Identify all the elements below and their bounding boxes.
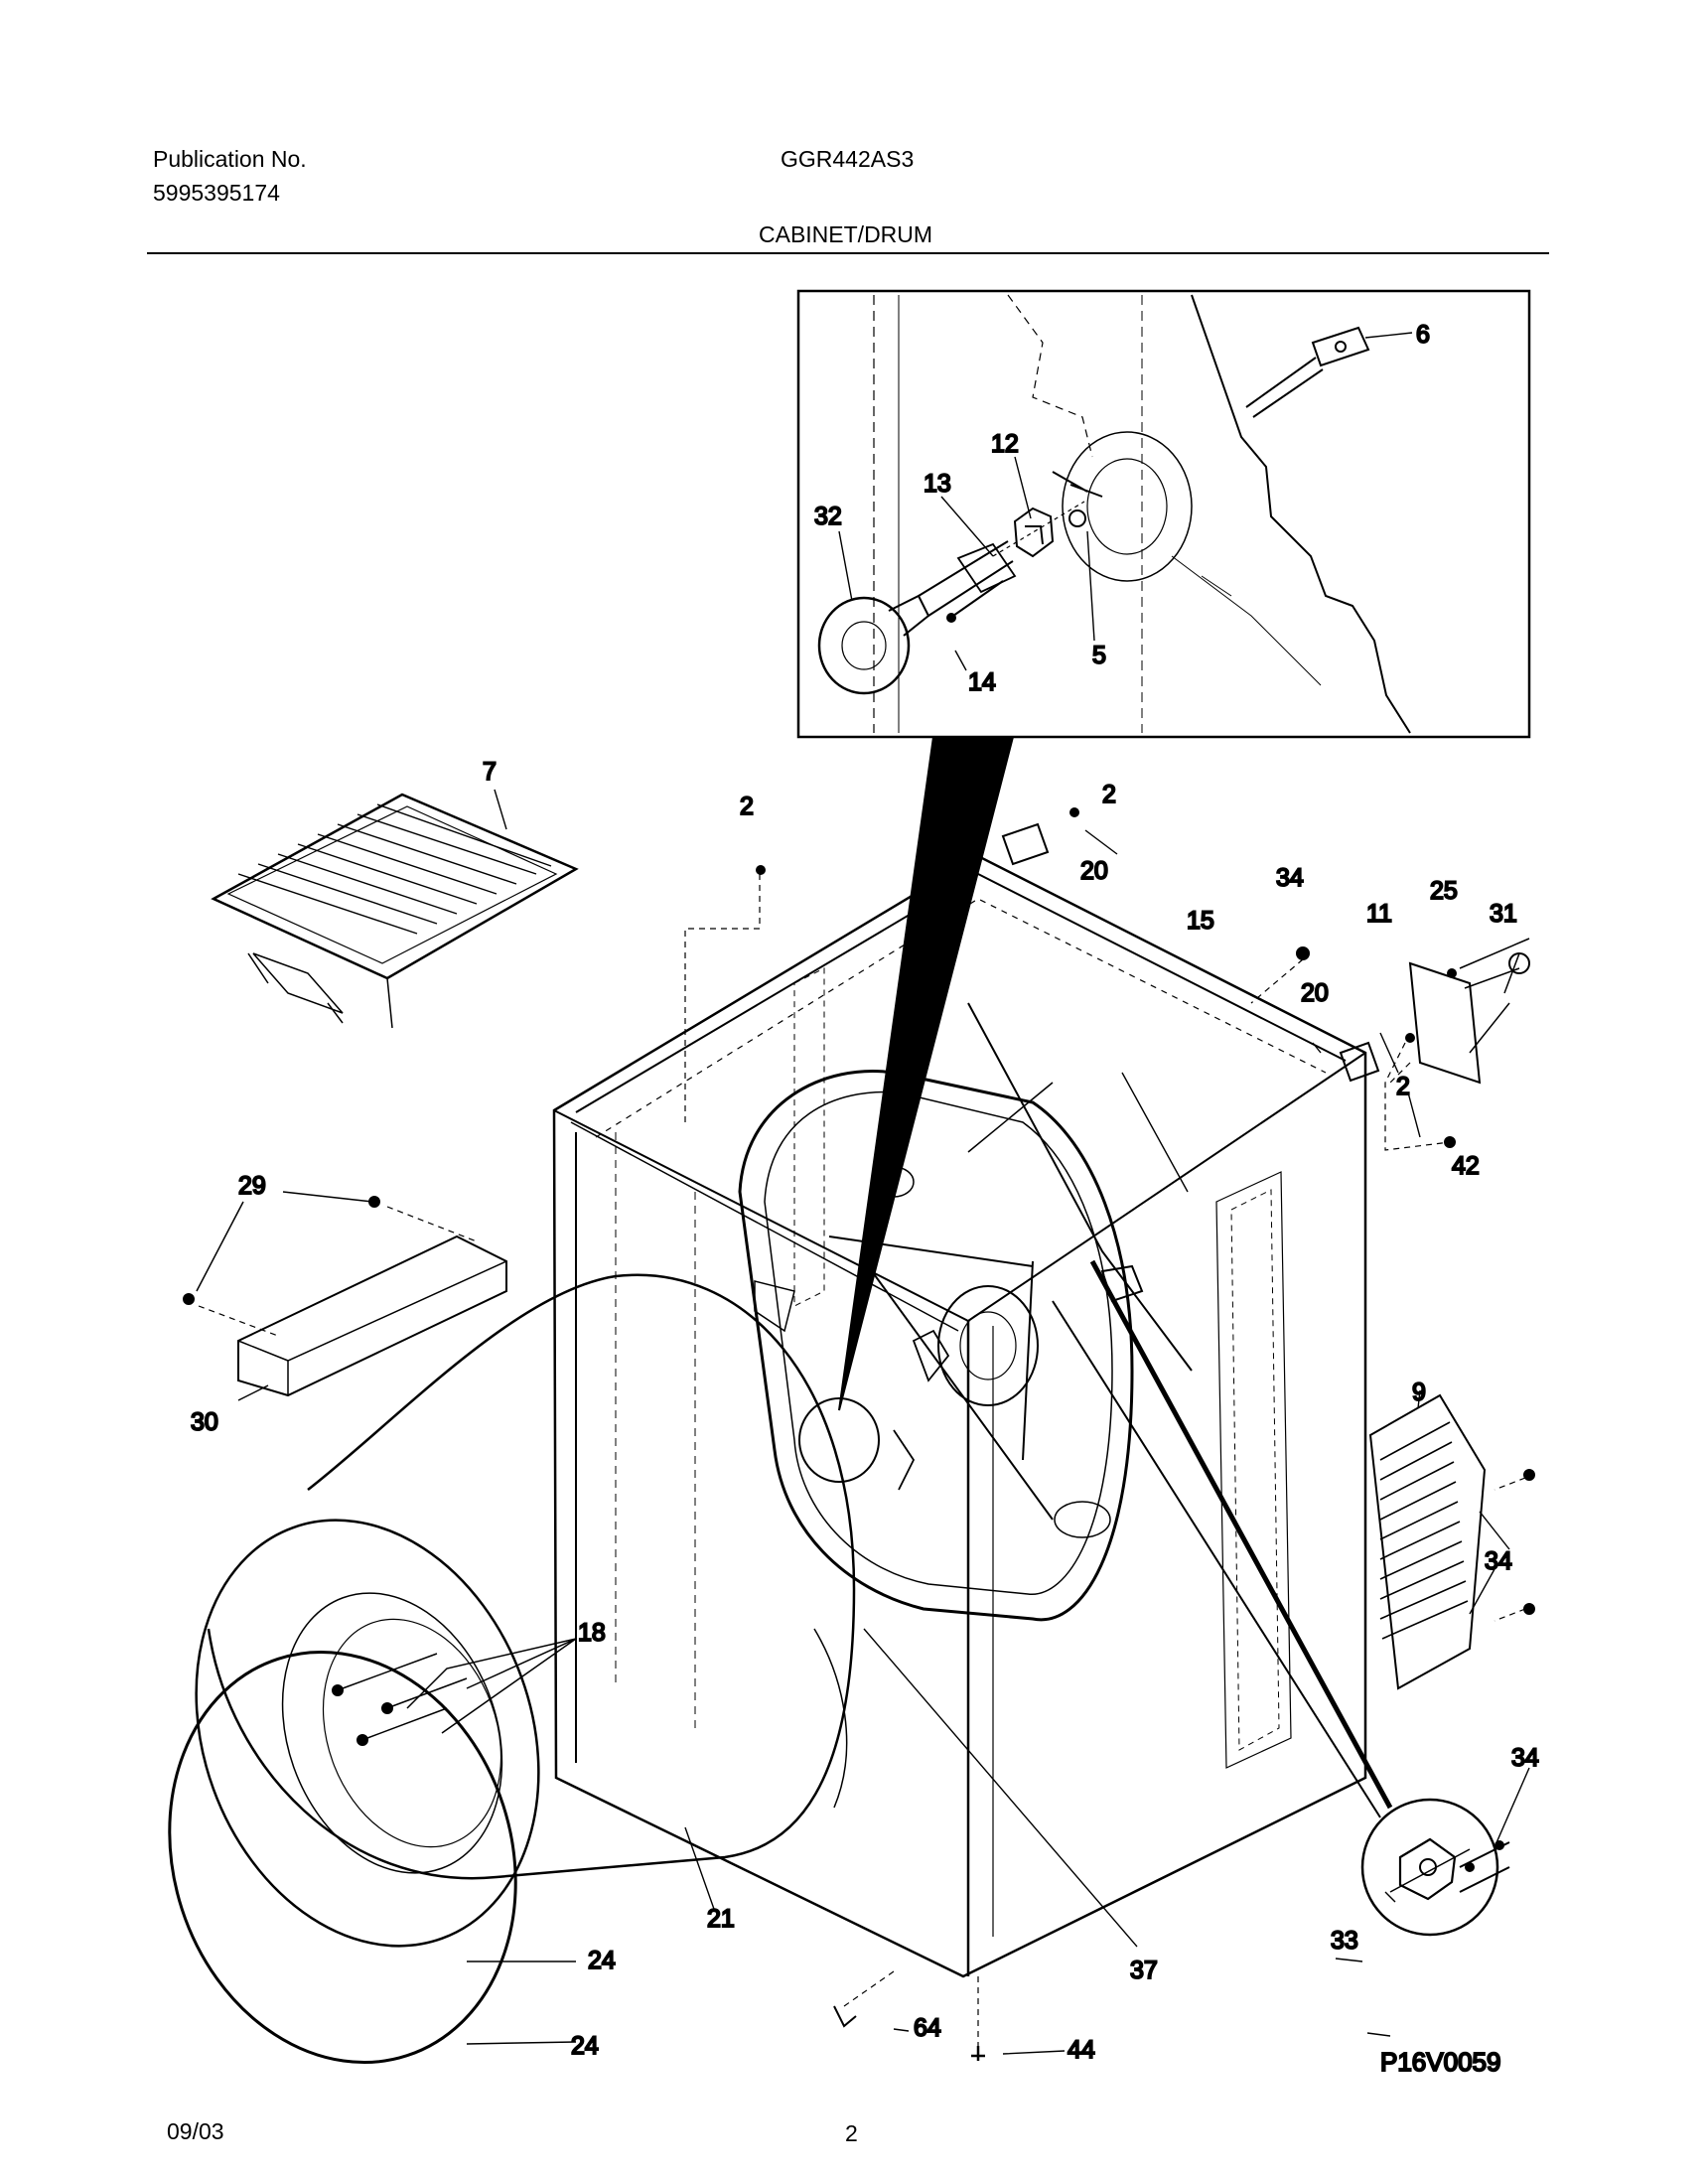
rear-bulkhead — [738, 1070, 1134, 1622]
header-rule — [147, 252, 1549, 254]
callout-21: 21 — [707, 1905, 735, 1933]
callout-33: 33 — [1331, 1927, 1358, 1955]
callout-13: 13 — [924, 470, 951, 498]
callout-44: 44 — [1068, 2036, 1095, 2064]
model-number: GGR442AS3 — [781, 146, 915, 172]
callout-2-top-right: 2 — [1102, 781, 1116, 808]
page-number: 2 — [845, 2120, 858, 2146]
publication-number: 5995395174 — [153, 180, 280, 206]
revision-date: 09/03 — [167, 2118, 224, 2144]
callout-30: 30 — [191, 1408, 218, 1436]
callout-24-lower: 24 — [571, 2032, 599, 2060]
exhaust-grille — [1368, 1393, 1487, 1690]
detail-pointer-wedge — [838, 736, 1015, 1411]
callout-42: 42 — [1452, 1152, 1480, 1180]
drum-seal-ring — [168, 1650, 517, 2065]
publication-label: Publication No. — [153, 146, 307, 172]
callout-2-right: 2 — [1396, 1073, 1410, 1100]
section-title: CABINET/DRUM — [759, 221, 933, 247]
cabinet — [552, 854, 1367, 1978]
callout-37: 37 — [1130, 1957, 1158, 1984]
callout-31: 31 — [1490, 900, 1517, 928]
callout-11: 11 — [1366, 900, 1392, 928]
callout-29: 29 — [238, 1172, 266, 1200]
callout-34-bottom: 34 — [1511, 1744, 1539, 1772]
callout-7: 7 — [483, 758, 497, 786]
callout-15: 15 — [1187, 907, 1214, 935]
callout-5: 5 — [1092, 642, 1106, 669]
callout-64: 64 — [914, 2014, 941, 2042]
callout-2-top-left: 2 — [740, 793, 754, 820]
inset-detail-box — [796, 289, 1531, 739]
front-panel-strip — [237, 1235, 507, 1397]
callout-20-right: 20 — [1301, 979, 1329, 1007]
callout-34-right: 34 — [1485, 1547, 1512, 1575]
drying-rack — [211, 793, 579, 1029]
drawing-code: P16V0059 — [1380, 2047, 1500, 2077]
callout-14: 14 — [968, 668, 996, 696]
callout-25: 25 — [1430, 877, 1458, 905]
callout-18: 18 — [578, 1619, 606, 1647]
callout-20-top: 20 — [1080, 857, 1108, 885]
callout-9: 9 — [1412, 1379, 1426, 1406]
thermostat-detail-circle — [1360, 1798, 1510, 1937]
callout-34-top: 34 — [1276, 864, 1304, 892]
callout-6: 6 — [1416, 321, 1430, 349]
callout-32: 32 — [814, 503, 842, 530]
callout-24-upper: 24 — [588, 1947, 616, 1974]
callout-12: 12 — [991, 430, 1019, 458]
